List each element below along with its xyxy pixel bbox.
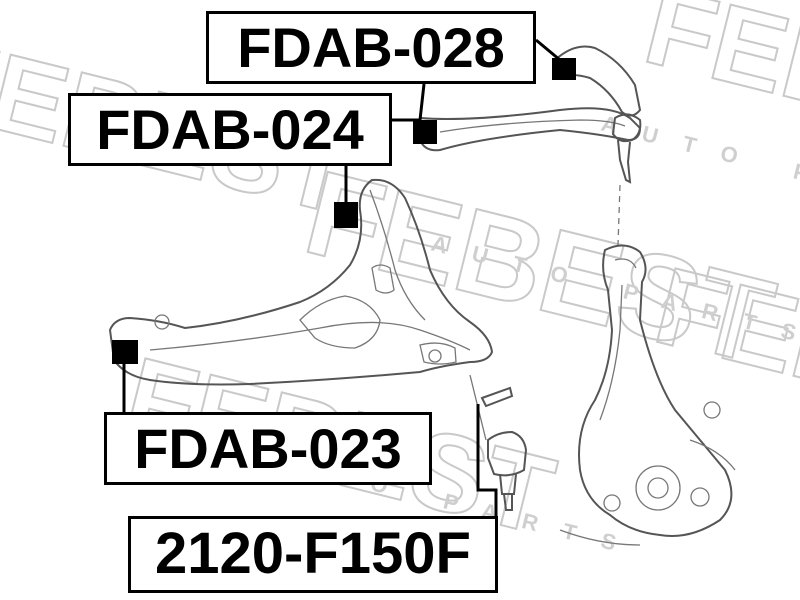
marker-fdab-024-lower [334, 202, 358, 228]
steering-knuckle [559, 184, 736, 546]
label-fdab-024: FDAB-024 [68, 93, 392, 166]
watermark-brand-5: FEBEST [644, 244, 800, 468]
marker-fdab-024 [413, 120, 437, 144]
marker-fdab-023 [112, 340, 138, 364]
leader-lines [122, 38, 561, 516]
leader-fdab-028 [535, 38, 561, 62]
label-fdab-023: FDAB-023 [104, 412, 432, 485]
marker-fdab-028 [552, 58, 576, 80]
label-2120-f150f: 2120-F150F [128, 516, 498, 593]
bushing-markers [112, 58, 576, 364]
leader-2120 [476, 404, 498, 516]
lower-control-arm [108, 178, 494, 386]
label-fdab-028: FDAB-028 [206, 11, 536, 84]
upper-control-arm [419, 45, 642, 184]
leader-fdab-024-upper [392, 83, 426, 122]
